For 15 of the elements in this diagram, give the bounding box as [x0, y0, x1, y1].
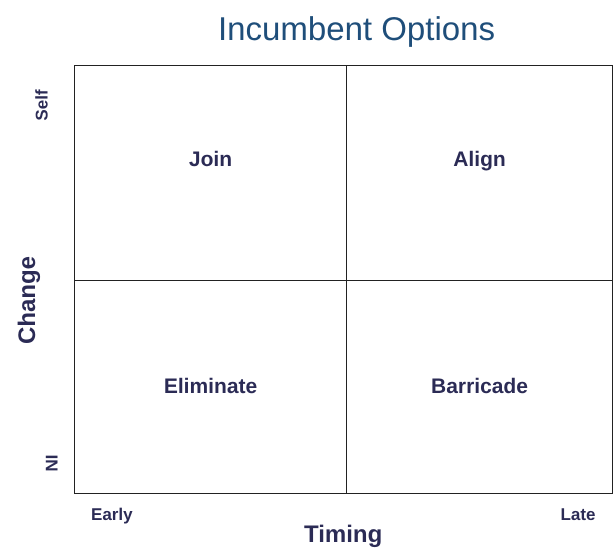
axis-label: Early — [91, 505, 133, 525]
quadrant-cell — [74, 65, 347, 281]
axis-label: Self — [32, 89, 52, 121]
axis-title: Timing — [304, 521, 382, 549]
quadrant-label: Align — [453, 148, 506, 171]
axis-label: NI — [42, 454, 62, 472]
axis-label: Late — [560, 505, 596, 525]
quadrant-cell — [346, 280, 613, 494]
quadrant-label: Join — [188, 148, 232, 171]
quadrant-cell — [74, 280, 347, 494]
title: Incumbent Options — [217, 10, 496, 48]
quadrant-label: Barricade — [431, 375, 528, 398]
axis-title: Change — [14, 256, 42, 344]
quadrant-cell — [346, 65, 613, 281]
quadrant-label: Eliminate — [164, 375, 258, 398]
